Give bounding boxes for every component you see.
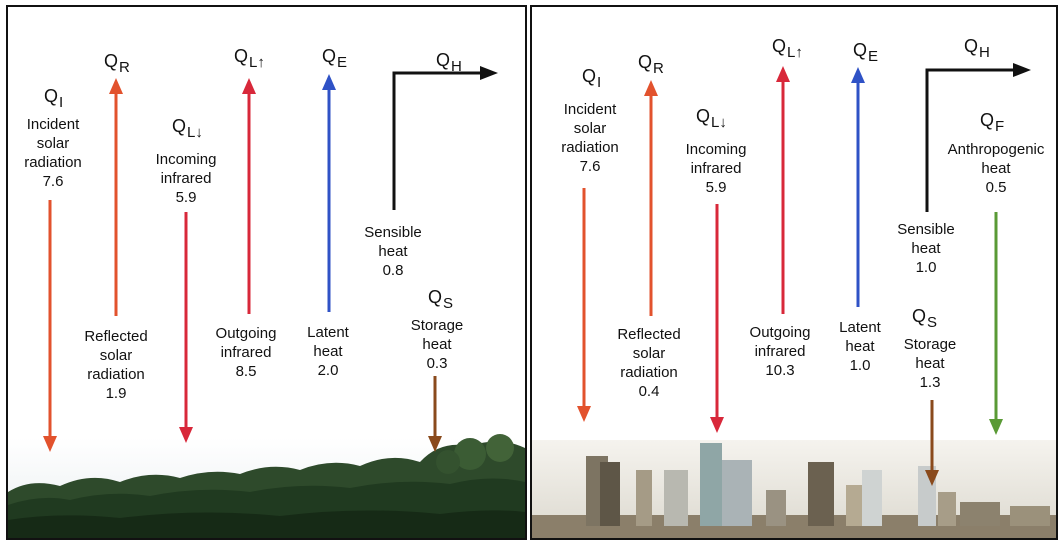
rural-flux-arrow-0	[43, 200, 57, 452]
urban-flux-arrow-2	[710, 204, 724, 433]
forest-image	[8, 434, 525, 538]
urban-flux-arrow-4	[851, 67, 865, 307]
rural-qh-symbol: QH	[436, 50, 462, 75]
rural-flux-arrow-4	[322, 74, 336, 312]
urban-qlu-symbol: QL↑	[772, 36, 803, 61]
urban-flux-arrow-6	[925, 400, 939, 486]
rural-qld-symbol: QL↓	[172, 116, 203, 141]
rural-qe-symbol: QE	[322, 46, 348, 71]
rural-qlu-symbol: QL↑	[234, 46, 265, 71]
rural-flux-arrow-6	[428, 376, 442, 452]
rural-sensible-heat-arrow	[392, 66, 498, 210]
urban-flux-arrow-0	[577, 188, 591, 422]
urban-qi-symbol: QI	[582, 66, 602, 91]
urban-qs-symbol: QS	[912, 306, 938, 331]
urban-flux-arrow-1	[644, 80, 658, 316]
flux-arrows	[43, 63, 1031, 486]
urban-qe-symbol: QE	[853, 40, 879, 65]
urban-sensible-heat-arrow	[925, 63, 1031, 212]
city-skyline-image	[532, 440, 1056, 538]
urban-qld-symbol: QL↓	[696, 106, 727, 131]
rural-flux-arrow-3	[242, 78, 256, 314]
rural-qi-symbol: QI	[44, 86, 64, 111]
urban-qh-symbol: QH	[964, 36, 990, 61]
rural-qr-symbol: QR	[104, 51, 130, 76]
rural-flux-arrow-2	[179, 212, 193, 443]
urban-qf-symbol: QF	[980, 110, 1005, 135]
urban-qr-symbol: QR	[638, 52, 664, 77]
urban-flux-arrow-7	[989, 212, 1003, 435]
urban-flux-arrow-3	[776, 66, 790, 314]
rural-qs-symbol: QS	[428, 287, 454, 312]
rural-flux-arrow-1	[109, 78, 123, 316]
